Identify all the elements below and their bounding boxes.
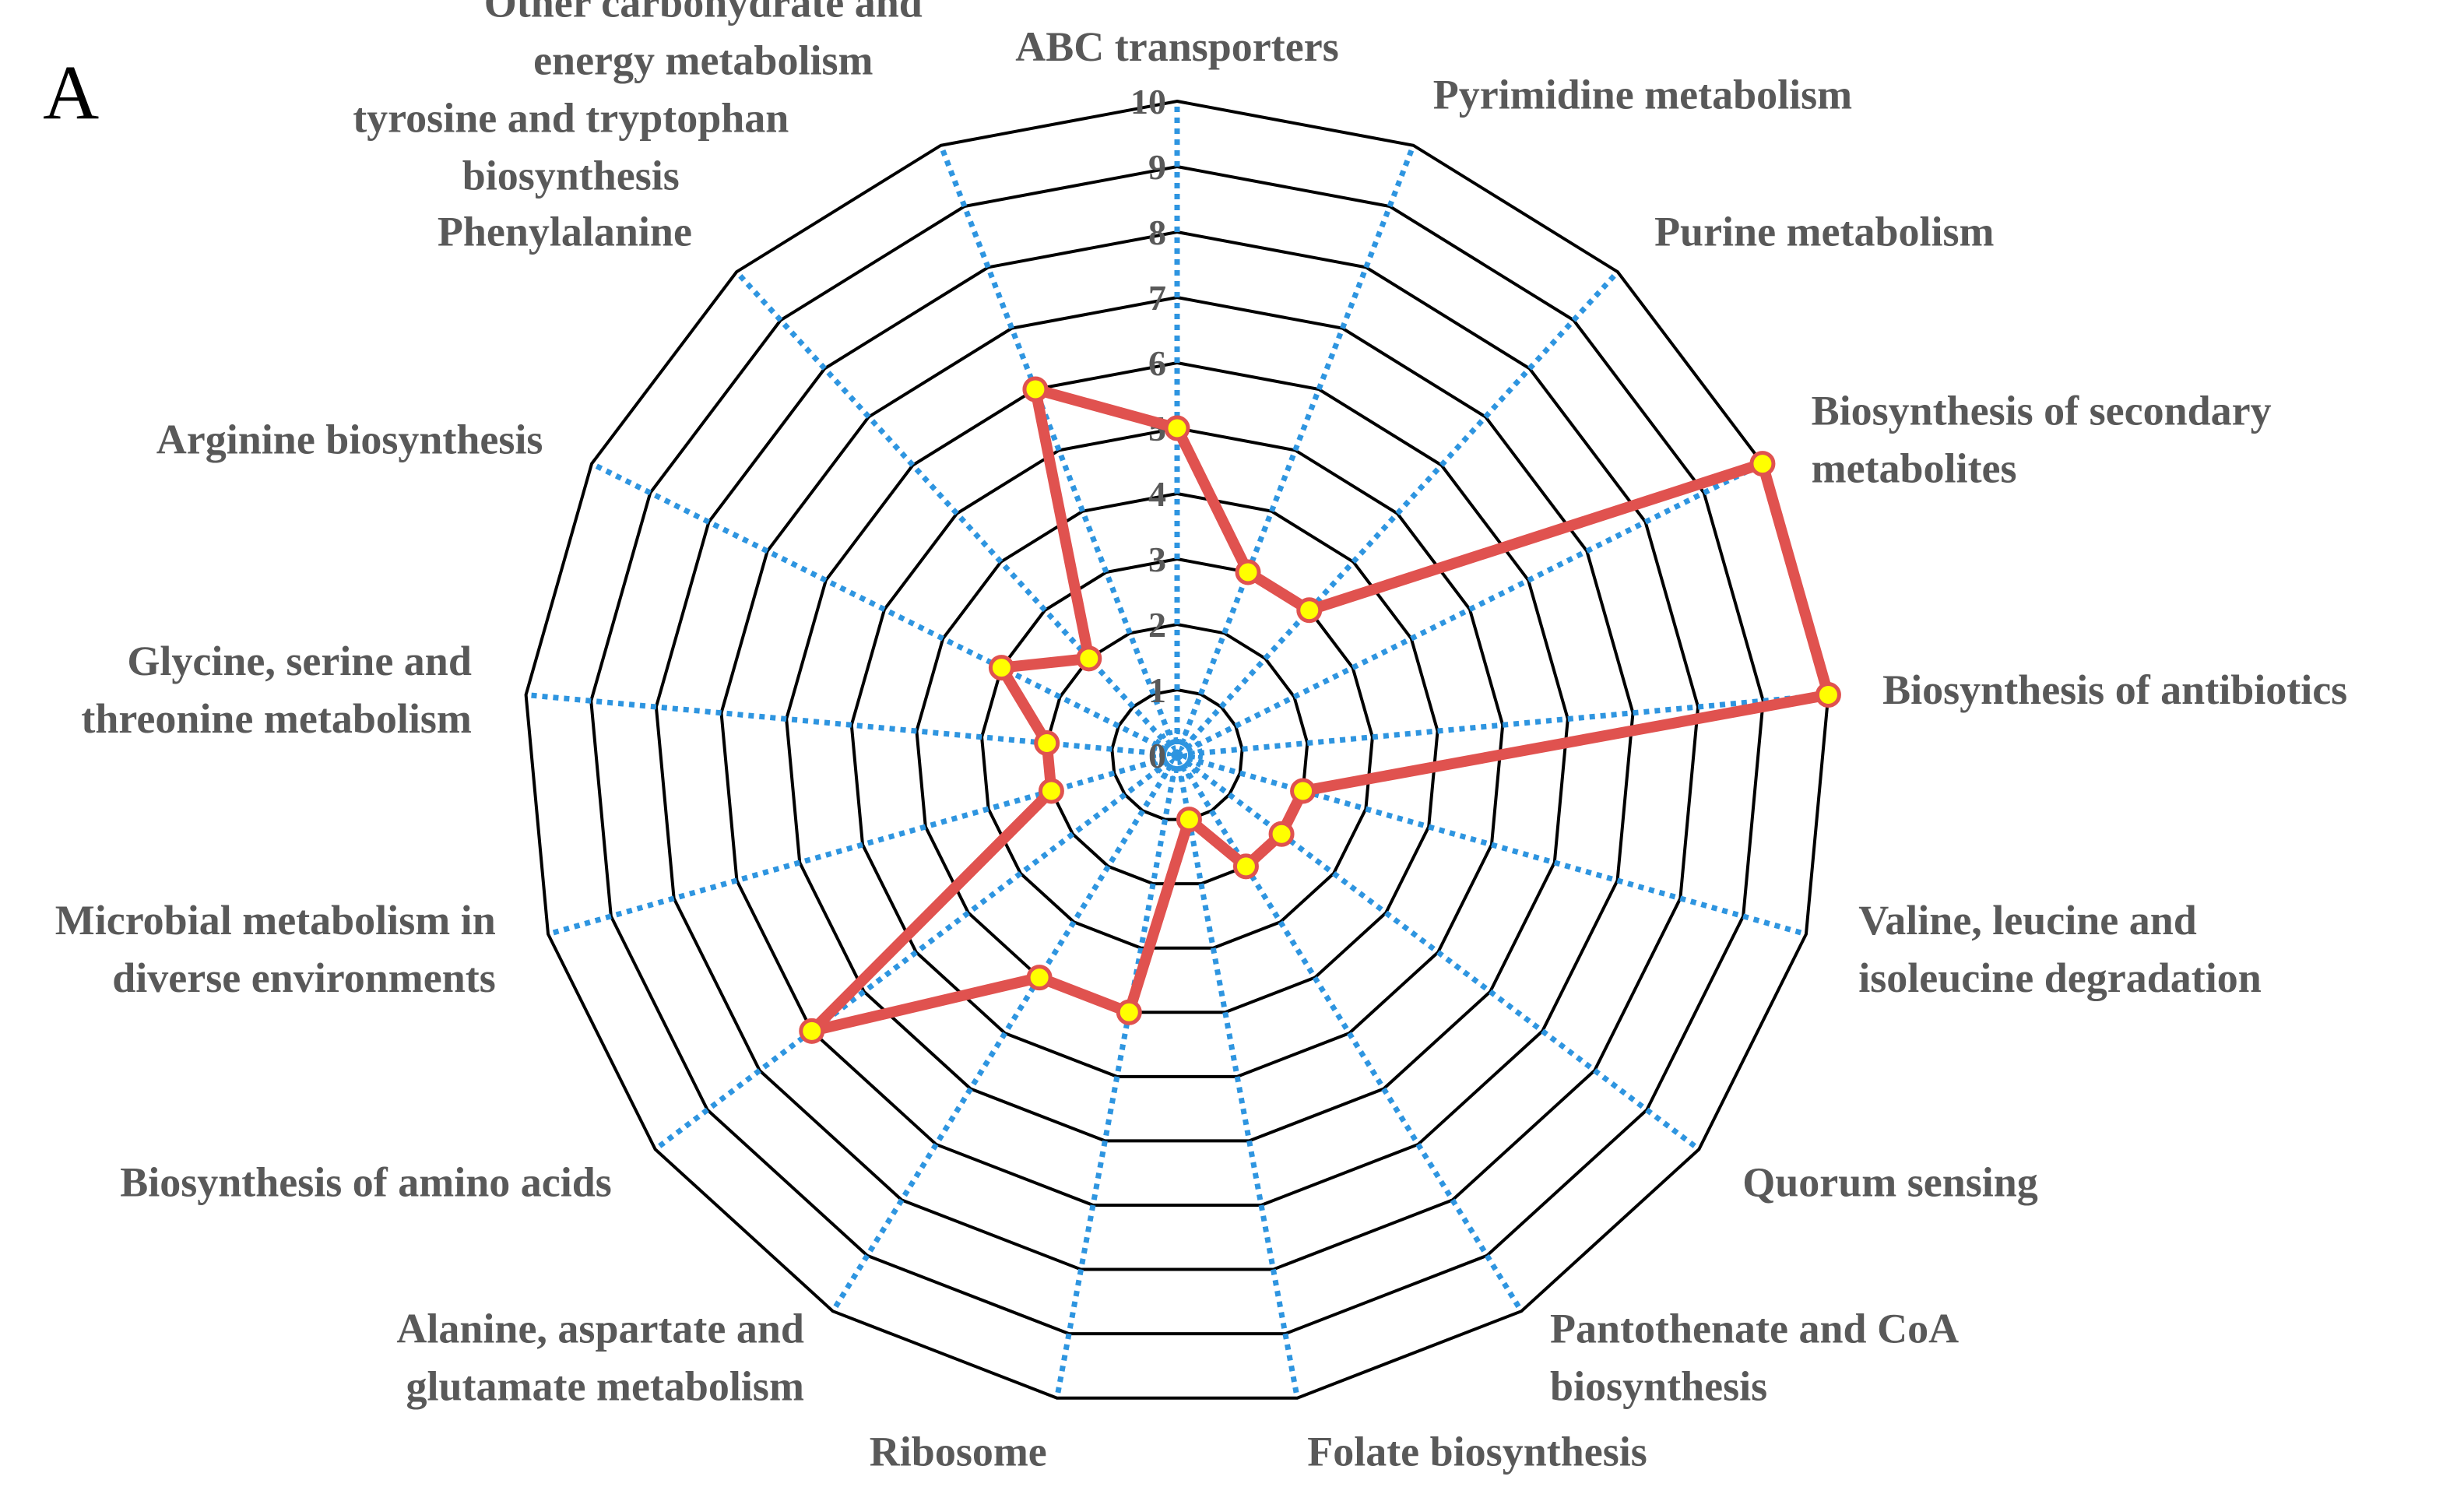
category-label: Biosynthesis of secondary xyxy=(1812,387,2272,434)
tick-label: 7 xyxy=(1148,278,1166,318)
grid-ring-9 xyxy=(589,164,1765,1336)
data-point xyxy=(1176,807,1202,833)
spoke-4 xyxy=(1176,692,1829,758)
data-point xyxy=(988,655,1014,681)
tick-label: 1 xyxy=(1148,670,1166,710)
spoke-8 xyxy=(1174,754,1300,1399)
spoke-1 xyxy=(1174,144,1416,757)
data-point xyxy=(1815,681,1841,708)
category-label: energy metabolism xyxy=(533,37,873,83)
category-label: Glycine, serine and xyxy=(127,638,472,684)
category-label: Pantothenate and CoA xyxy=(1550,1306,1959,1352)
category-label: Folate biosynthesis xyxy=(1307,1429,1647,1475)
category-label: isoleucine degradation xyxy=(1858,954,2262,1001)
panel-letter: A xyxy=(43,49,99,135)
center-ring-1 xyxy=(1159,737,1195,773)
category-label: biosynthesis xyxy=(462,152,680,199)
grid-ring-4 xyxy=(915,491,1439,1014)
grid-ring-8 xyxy=(654,230,1700,1271)
series-line-0 xyxy=(806,384,1834,1037)
category-label: Purine metabolism xyxy=(1654,209,1994,255)
spoke-7 xyxy=(1175,754,1524,1313)
tick-label: 6 xyxy=(1148,343,1166,383)
category-label: Valine, leucine and xyxy=(1858,897,2197,944)
data-point xyxy=(1232,853,1259,880)
data-point xyxy=(799,1018,825,1044)
grid-ring-2 xyxy=(1045,622,1309,886)
data-point xyxy=(1296,597,1323,624)
data-point xyxy=(1290,778,1316,804)
data-point xyxy=(1116,999,1142,1025)
data-point xyxy=(1038,778,1064,804)
spoke-5 xyxy=(1176,752,1807,937)
tick-label: 8 xyxy=(1148,213,1166,252)
data-point xyxy=(1022,376,1049,403)
category-label: tyrosine and tryptophan xyxy=(353,94,789,141)
grid-ring-6 xyxy=(785,360,1569,1143)
category-label: Microbial metabolism in xyxy=(55,897,496,944)
tick-label: 9 xyxy=(1148,147,1166,187)
category-label: metabolites xyxy=(1812,445,2017,491)
category-label: Biosynthesis of amino acids xyxy=(120,1158,612,1205)
data-point xyxy=(1235,559,1261,585)
category-label: ABC transporters xyxy=(1015,23,1338,70)
spoke-11 xyxy=(653,753,1179,1152)
tick-label: 0 xyxy=(1148,736,1166,775)
category-label: Other carbohydrate and xyxy=(484,0,923,26)
data-point xyxy=(1749,451,1776,477)
category-label: Ribosome xyxy=(870,1429,1047,1475)
spoke-6 xyxy=(1175,753,1701,1152)
data-point xyxy=(1268,821,1295,847)
spoke-2 xyxy=(1175,269,1620,758)
data-point xyxy=(1026,965,1053,991)
data-point xyxy=(1034,729,1060,756)
spoke-16 xyxy=(938,144,1180,757)
center-rings xyxy=(1151,729,1203,781)
data-point xyxy=(1164,415,1190,441)
grid-ring-10 xyxy=(524,99,1830,1400)
tick-label: 2 xyxy=(1148,605,1166,645)
tick-label: 10 xyxy=(1130,82,1166,121)
tick-label: 4 xyxy=(1148,474,1166,514)
spoke-15 xyxy=(734,269,1179,758)
spoke-9 xyxy=(1054,754,1180,1399)
grid-spokes xyxy=(525,101,1829,1399)
category-label: Arginine biosynthesis xyxy=(156,416,543,462)
category-label: Pyrimidine metabolism xyxy=(1433,71,1852,118)
spoke-10 xyxy=(830,754,1179,1313)
category-label: glutamate metabolism xyxy=(406,1363,804,1410)
spoke-3 xyxy=(1176,461,1764,758)
data-point xyxy=(1076,645,1102,672)
center-ring-0 xyxy=(1167,745,1187,765)
category-label: Biosynthesis of antibiotics xyxy=(1882,666,2347,713)
category-label: Alanine, aspartate and xyxy=(396,1306,804,1352)
grid-ring-5 xyxy=(849,426,1505,1078)
spoke-14 xyxy=(590,461,1179,758)
spoke-12 xyxy=(547,752,1178,937)
spoke-13 xyxy=(525,692,1178,758)
category-label: diverse environments xyxy=(112,954,495,1001)
category-label: Quorum sensing xyxy=(1742,1158,2038,1205)
category-label: threonine metabolism xyxy=(81,695,471,742)
data-series xyxy=(799,376,1841,1044)
category-label: Phenylalanine xyxy=(438,209,692,255)
tick-label: 3 xyxy=(1148,540,1166,579)
center-ring-2 xyxy=(1151,729,1203,781)
category-label: biosynthesis xyxy=(1550,1363,1767,1410)
